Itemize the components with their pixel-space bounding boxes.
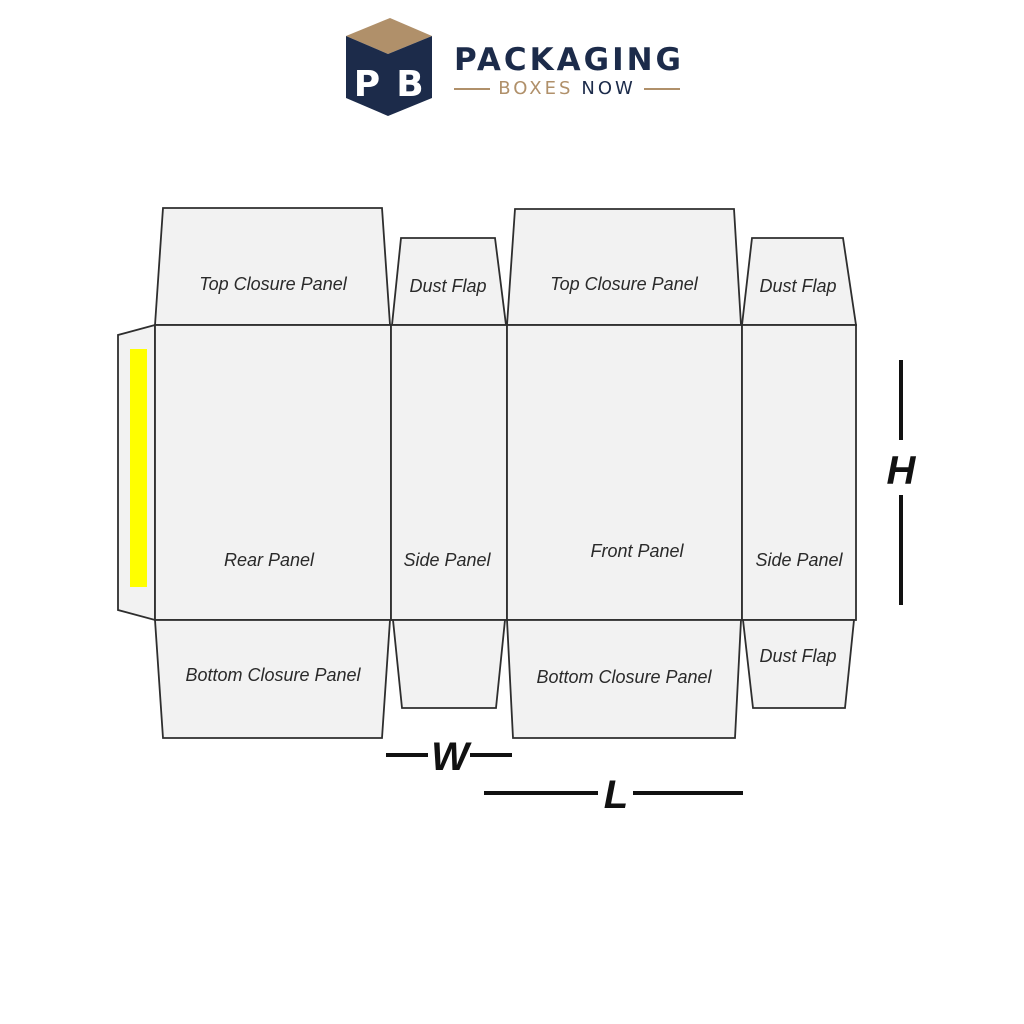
side-panel-right (741, 324, 857, 621)
length-dimension-label: L (604, 773, 628, 817)
rear-panel (154, 324, 392, 621)
label-dust-flap-bottom-right: Dust Flap (759, 646, 836, 666)
side-panel-left (390, 324, 508, 621)
box-right-face-icon (388, 36, 432, 116)
box-lid-icon (346, 18, 432, 54)
width-dimension-label: W (431, 735, 472, 779)
dust-flap-bottom-left (392, 619, 506, 709)
front-panel (506, 324, 743, 621)
label-bottom-closure-front: Bottom Closure Panel (536, 667, 712, 687)
brand-name-secondary: BOXES NOW (454, 78, 680, 99)
label-bottom-closure-rear: Bottom Closure Panel (185, 665, 361, 685)
brand-divider-right (643, 87, 680, 90)
bottom-closure-panel-rear (154, 619, 391, 739)
box-left-face-icon (346, 36, 388, 116)
label-rear-panel: Rear Panel (224, 550, 315, 570)
logo-letter-p: P (354, 64, 380, 105)
top-closure-panel-front (506, 208, 742, 326)
brand-name-primary: PACKAGING (454, 42, 684, 78)
label-dust-flap-top-right: Dust Flap (759, 276, 836, 296)
label-front-panel: Front Panel (590, 541, 684, 561)
label-top-closure-front: Top Closure Panel (550, 274, 698, 294)
dust-flap-bottom-right (741, 619, 855, 709)
top-closure-panel-rear (154, 207, 391, 326)
bottom-closure-panel-front (506, 619, 742, 739)
glue-strip (130, 349, 147, 587)
logo-letter-b: B (396, 64, 423, 105)
brand-word-now: NOW (581, 78, 636, 99)
height-dimension-label: H (887, 449, 917, 493)
brand-divider-left (454, 87, 491, 90)
label-dust-flap-top-left: Dust Flap (409, 276, 486, 296)
pb-logo-mark-icon: P B (346, 18, 432, 116)
label-top-closure-rear: Top Closure Panel (199, 274, 347, 294)
label-side-panel-left: Side Panel (403, 550, 491, 570)
brand-logo: P B PACKAGING BOXES NOW (336, 12, 696, 122)
label-side-panel-right: Side Panel (755, 550, 843, 570)
brand-word-boxes: BOXES (498, 78, 574, 99)
